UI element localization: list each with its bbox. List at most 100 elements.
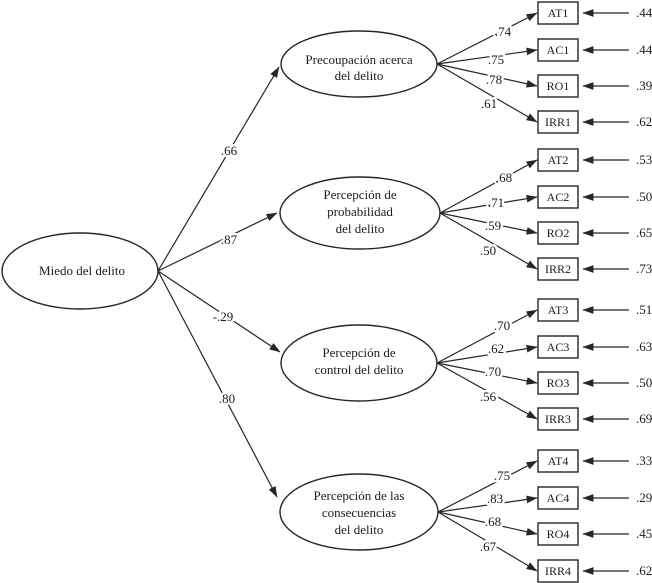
path-line-factor4: [157, 270, 278, 498]
indicator-box-irr2: [537, 257, 579, 281]
factor-group-2: Percepción de probabilidad del delito .6…: [279, 148, 652, 281]
path-line-factor1: [157, 66, 280, 272]
exogenous-label: Miedo del delito: [39, 263, 125, 278]
indicator-box-ro2: [537, 221, 579, 245]
loading-line-ac4: [437, 495, 538, 513]
error-label-at4: .33: [636, 453, 652, 468]
loading-line-irr1: [436, 63, 538, 123]
loading-line-ro4: [437, 511, 538, 536]
indicator-box-at1: [537, 1, 579, 25]
loading-label-ro2: .59: [485, 218, 501, 233]
path-coefficient-factor4: .80: [219, 391, 235, 406]
loading-line-ro1: [436, 63, 538, 88]
factor2-label-line2: probabilidad: [327, 204, 393, 219]
indicator-label-irr3: IRR3: [545, 412, 571, 426]
loading-line-at3: [436, 309, 538, 364]
indicator-label-ac1: AC1: [547, 43, 570, 57]
error-label-irr3: .69: [636, 411, 652, 426]
loading-line-irr2: [439, 212, 538, 270]
indicator-label-ac2: AC2: [547, 190, 570, 204]
factor4-label-line2: consecuencias: [322, 505, 396, 520]
indicator-box-irr1: [537, 110, 579, 134]
indicator-box-ac2: [537, 185, 579, 209]
indicator-label-at3: AT3: [548, 303, 569, 317]
factor2-label-line1: Percepción de: [323, 187, 397, 202]
indicator-box-at2: [537, 148, 579, 172]
factor1-label-line2: del delito: [335, 68, 384, 83]
loading-label-ro1: .78: [486, 72, 502, 87]
error-label-ro2: .65: [636, 225, 652, 240]
loading-line-ro2: [439, 212, 538, 235]
factor-group-1: Precoupación acerca del delito .74 .75 .…: [280, 1, 652, 134]
indicator-box-at4: [537, 449, 579, 473]
factor1-label-line1: Precoupación acerca: [305, 52, 412, 67]
loading-label-irr3: .56: [480, 389, 497, 404]
indicator-box-ro3: [537, 371, 579, 395]
indicator-label-at2: AT2: [548, 153, 569, 167]
error-label-ac2: .50: [636, 189, 652, 204]
error-label-at2: .53: [636, 152, 652, 167]
indicator-box-irr3: [537, 407, 579, 431]
path-line-factor2: [157, 212, 278, 272]
indicator-label-irr2: IRR2: [545, 262, 571, 276]
error-label-at3: .51: [636, 302, 652, 317]
path-coefficient-factor3: -.29: [213, 309, 234, 324]
loading-line-ac3: [436, 344, 538, 364]
loading-label-irr1: .61: [481, 96, 497, 111]
factor4-label-line3: del delito: [335, 522, 384, 537]
indicator-label-irr4: IRR4: [545, 564, 571, 578]
error-label-ac4: .29: [636, 490, 652, 505]
loading-label-ac3: .62: [488, 341, 504, 356]
error-label-ro4: .45: [636, 526, 652, 541]
error-label-irr1: .62: [636, 114, 652, 129]
indicator-label-ac3: AC3: [547, 340, 570, 354]
indicator-box-at3: [537, 298, 579, 322]
loading-label-ac1: .75: [488, 52, 504, 67]
loading-label-ac2: .71: [488, 195, 504, 210]
loading-line-irr4: [437, 511, 538, 572]
error-label-irr2: .73: [636, 261, 652, 276]
loading-label-ro4: .68: [485, 514, 501, 529]
loading-label-at2: .68: [496, 170, 512, 185]
indicator-box-ac3: [537, 335, 579, 359]
path-line-factor3: [157, 270, 281, 353]
path-coefficient-factor2: .87: [221, 232, 238, 247]
indicator-label-at1: AT1: [548, 6, 569, 20]
loading-label-at4: .75: [494, 468, 510, 483]
indicator-label-ro1: RO1: [547, 79, 570, 93]
loading-line-ac2: [439, 194, 538, 214]
loading-label-irr4: .67: [480, 539, 497, 554]
loading-line-ac1: [436, 47, 538, 65]
indicator-box-irr4: [537, 559, 579, 583]
error-label-ac3: .63: [636, 339, 652, 354]
loading-label-at1: .74: [495, 24, 512, 39]
factor4-label-line1: Percepción de las: [314, 488, 405, 503]
indicator-label-ac4: AC4: [547, 491, 570, 505]
error-label-ro3: .50: [636, 375, 652, 390]
indicator-label-ro3: RO3: [547, 376, 570, 390]
indicator-box-ac1: [537, 38, 579, 62]
loading-line-at1: [436, 12, 538, 65]
loading-line-irr3: [436, 362, 538, 420]
indicator-box-ro4: [537, 522, 579, 546]
factor-group-3: Percepción de control del delito .70 .62…: [280, 298, 652, 431]
indicator-box-ro1: [537, 74, 579, 98]
factor-group-4: Percepción de las consecuencias del deli…: [279, 449, 652, 583]
indicator-label-irr1: IRR1: [545, 115, 571, 129]
path-coefficient-factor1: .66: [221, 143, 238, 158]
loading-line-at2: [439, 159, 538, 214]
indicator-label-ro2: RO2: [547, 226, 570, 240]
indicator-label-at4: AT4: [548, 454, 569, 468]
error-label-ro1: .39: [636, 78, 652, 93]
indicator-label-ro4: RO4: [547, 527, 570, 541]
loading-line-at4: [437, 460, 538, 513]
loading-label-ro3: .70: [485, 364, 501, 379]
error-label-ac1: .44: [636, 42, 652, 57]
factor3-label-line1: Percepción de: [322, 345, 396, 360]
factor2-label-line3: del delito: [336, 221, 385, 236]
error-label-irr4: .62: [636, 563, 652, 578]
loading-label-irr2: .50: [480, 243, 496, 258]
loading-label-at3: .70: [494, 318, 510, 333]
